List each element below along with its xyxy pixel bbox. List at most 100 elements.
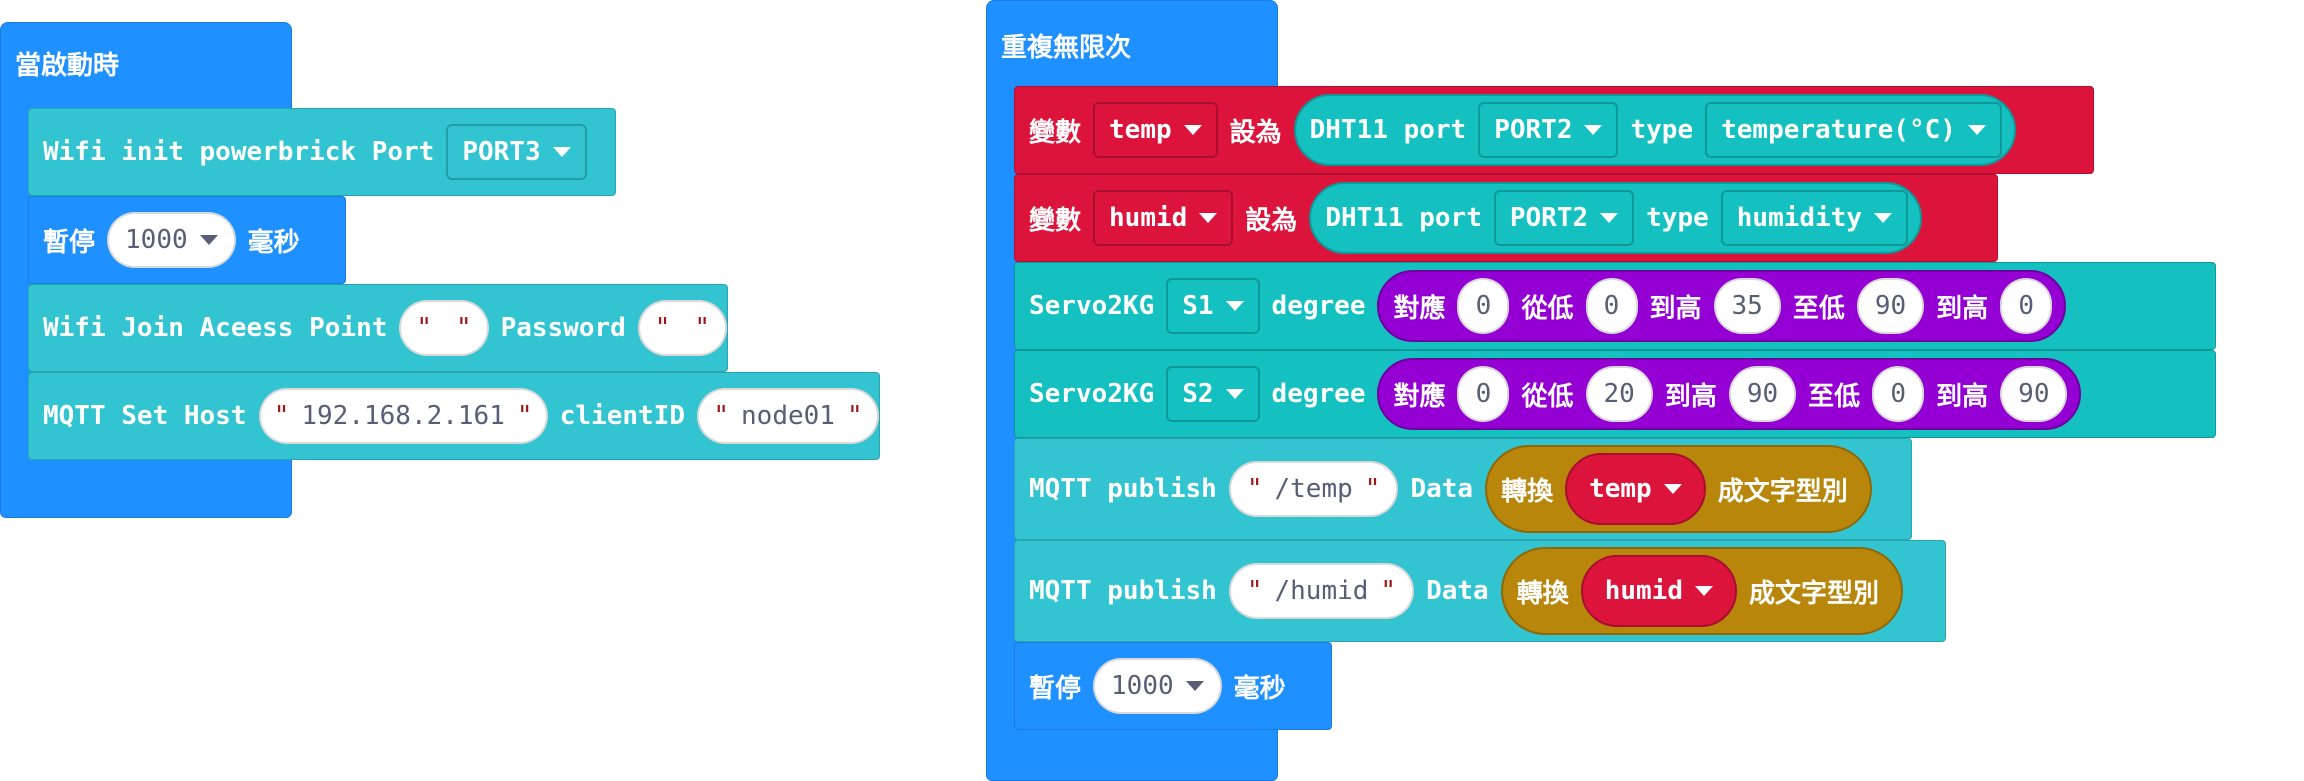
to-low-label: 至低: [1792, 293, 1845, 324]
wifi-join-block[interactable]: Wifi Join Aceess Point "" Password "": [28, 284, 728, 372]
wifi-join-label: Wifi Join Aceess Point: [43, 313, 388, 343]
degree-label: degree: [1271, 291, 1366, 321]
caret-down-icon: [1225, 301, 1244, 311]
set-to-label: 設為: [1245, 205, 1298, 236]
dht-port-dropdown[interactable]: PORT2: [1478, 102, 1619, 158]
client-id-label: clientID: [559, 401, 685, 431]
type-label: type: [1630, 115, 1694, 145]
convert-label: 轉換: [1516, 578, 1569, 609]
dht-type-dropdown[interactable]: humidity: [1720, 190, 1908, 246]
servo-s1-block[interactable]: Servo2KG S1 degree 對應 0 從低 0 到高 35 至低 90…: [1014, 262, 2216, 350]
pause-unit: 毫秒: [1233, 673, 1286, 704]
from-high-input[interactable]: 35: [1713, 278, 1781, 334]
topic-input[interactable]: "/humid": [1228, 563, 1415, 619]
servo-label: Servo2KG: [1029, 379, 1155, 409]
variable-dropdown[interactable]: humid: [1093, 190, 1234, 246]
convert-to-text-reporter[interactable]: 轉換 humid 成文字型別: [1500, 547, 1904, 635]
host-input[interactable]: "192.168.2.161": [258, 388, 548, 444]
dht11-reporter[interactable]: DHT11 port PORT2 type temperature(°C): [1293, 94, 2016, 166]
forever-label: 重複無限次: [1001, 33, 1132, 63]
map-value-input[interactable]: 0: [1457, 278, 1510, 334]
dht11-reporter[interactable]: DHT11 port PORT2 type humidity: [1309, 182, 1922, 254]
mqtt-publish-temp-block[interactable]: MQTT publish "/temp" Data 轉換 temp 成文字型別: [1014, 438, 1912, 540]
servo-dropdown[interactable]: S2: [1166, 366, 1260, 422]
to-high-label: 到高: [1936, 293, 1989, 324]
port-dropdown[interactable]: PORT3: [446, 124, 587, 180]
pause-block[interactable]: 暫停 1000 毫秒: [1014, 642, 1332, 730]
pause-duration-dropdown[interactable]: 1000: [1093, 658, 1222, 714]
dht-type-dropdown[interactable]: temperature(°C): [1705, 102, 2002, 158]
client-id-input[interactable]: "node01": [696, 388, 879, 444]
set-humid-block[interactable]: 變數 humid 設為 DHT11 port PORT2 type humidi…: [1014, 174, 1998, 262]
dht-port-dropdown[interactable]: PORT2: [1493, 190, 1635, 246]
caret-down-icon: [1183, 125, 1202, 135]
caret-down-icon: [1695, 586, 1713, 596]
degree-label: degree: [1271, 379, 1366, 409]
password-label: Password: [500, 313, 626, 343]
pause-value: 1000: [125, 225, 188, 255]
pause-block[interactable]: 暫停 1000 毫秒: [28, 196, 346, 284]
type-label: type: [1646, 203, 1709, 233]
wifi-init-block[interactable]: Wifi init powerbrick Port PORT3: [28, 108, 616, 196]
mqtt-set-host-label: MQTT Set Host: [43, 401, 247, 431]
variable-label: 變數: [1029, 205, 1082, 236]
topic-input[interactable]: "/temp": [1228, 461, 1399, 517]
caret-down-icon: [1967, 125, 1986, 135]
wifi-init-label: Wifi init powerbrick Port: [43, 137, 435, 167]
from-high-input[interactable]: 90: [1728, 366, 1797, 422]
map-label: 對應: [1393, 381, 1446, 412]
from-low-input[interactable]: 0: [1585, 278, 1638, 334]
variable-dropdown[interactable]: temp: [1093, 102, 1218, 158]
from-high-label: 到高: [1664, 381, 1717, 412]
pause-value: 1000: [1111, 671, 1174, 701]
caret-down-icon: [199, 235, 218, 245]
pause-unit: 毫秒: [247, 227, 300, 258]
map-value-input[interactable]: 0: [1457, 366, 1510, 422]
convert-label: 轉換: [1501, 476, 1554, 507]
set-to-label: 設為: [1229, 117, 1282, 148]
to-high-input[interactable]: 0: [2000, 278, 2053, 334]
from-low-label: 從低: [1521, 381, 1574, 412]
servo-label: Servo2KG: [1029, 291, 1155, 321]
to-text-label: 成文字型別: [1717, 476, 1848, 507]
convert-to-text-reporter[interactable]: 轉換 temp 成文字型別: [1485, 445, 1872, 533]
to-text-label: 成文字型別: [1749, 578, 1880, 609]
map-reporter[interactable]: 對應 0 從低 20 到高 90 至低 0 到高 90: [1377, 358, 2082, 430]
port-value: PORT3: [462, 137, 541, 167]
caret-down-icon: [1199, 213, 1218, 223]
from-low-input[interactable]: 20: [1585, 366, 1653, 422]
on-start-label: 當啟動時: [15, 51, 120, 81]
to-low-input[interactable]: 0: [1872, 366, 1925, 422]
caret-down-icon: [1600, 213, 1619, 223]
caret-down-icon: [552, 147, 571, 157]
mqtt-publish-label: MQTT publish: [1029, 474, 1217, 504]
variable-dropdown[interactable]: humid: [1580, 555, 1737, 627]
to-high-input[interactable]: 90: [2000, 366, 2068, 422]
password-input[interactable]: "": [637, 300, 727, 356]
to-low-input[interactable]: 90: [1856, 278, 1925, 334]
servo-dropdown[interactable]: S1: [1166, 278, 1260, 334]
caret-down-icon: [1185, 681, 1204, 691]
data-label: Data: [1426, 576, 1489, 606]
caret-down-icon: [1874, 213, 1892, 223]
variable-dropdown[interactable]: temp: [1565, 453, 1706, 525]
pause-label: 暫停: [1029, 673, 1082, 704]
data-label: Data: [1410, 474, 1474, 504]
map-label: 對應: [1393, 293, 1446, 324]
pause-label: 暫停: [43, 227, 96, 258]
to-high-label: 到高: [1936, 381, 1989, 412]
dht11-label: DHT11 port: [1309, 115, 1467, 145]
pause-duration-dropdown[interactable]: 1000: [107, 212, 236, 268]
mqtt-set-host-block[interactable]: MQTT Set Host "192.168.2.161" clientID "…: [28, 372, 880, 460]
caret-down-icon: [1663, 484, 1682, 494]
to-low-label: 至低: [1808, 381, 1861, 412]
from-high-label: 到高: [1649, 293, 1702, 324]
caret-down-icon: [1225, 389, 1244, 399]
from-low-label: 從低: [1521, 293, 1574, 324]
map-reporter[interactable]: 對應 0 從低 0 到高 35 至低 90 到高 0: [1377, 270, 2067, 342]
set-temp-block[interactable]: 變數 temp 設為 DHT11 port PORT2 type tempera…: [1014, 86, 2094, 174]
ssid-input[interactable]: "": [399, 300, 489, 356]
mqtt-publish-humid-block[interactable]: MQTT publish "/humid" Data 轉換 humid 成文字型…: [1014, 540, 1946, 642]
servo-s2-block[interactable]: Servo2KG S2 degree 對應 0 從低 20 到高 90 至低 0…: [1014, 350, 2216, 438]
mqtt-publish-label: MQTT publish: [1029, 576, 1217, 606]
